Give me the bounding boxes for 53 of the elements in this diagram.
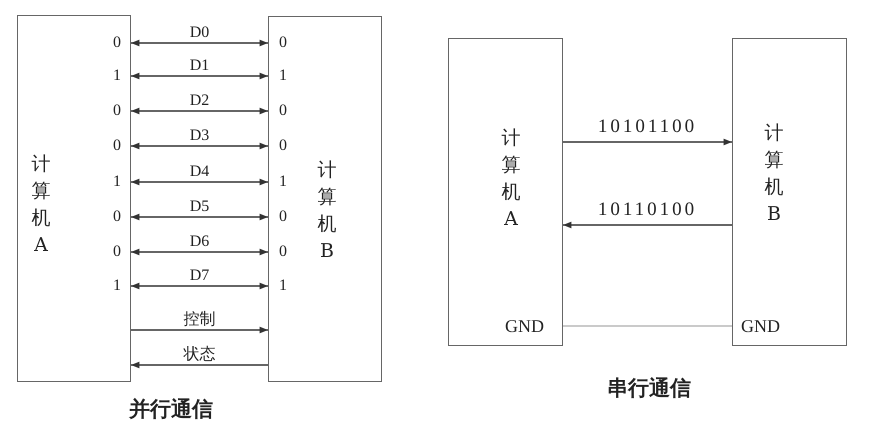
edge-label: 控制	[184, 312, 216, 328]
arrow	[131, 326, 268, 334]
bit-value: 0	[113, 103, 121, 119]
bit-value: 0	[279, 138, 287, 154]
computer-label: 计算机A	[30, 152, 52, 258]
edge-label: D6	[190, 234, 210, 250]
computer-box	[732, 38, 847, 346]
edge-label: D3	[190, 128, 210, 144]
edge-label: 10110100	[598, 200, 698, 219]
computer-box	[268, 16, 382, 382]
bit-value: 1	[279, 278, 287, 294]
arrow	[131, 72, 268, 80]
bit-value: 1	[113, 68, 121, 84]
bit-value: 0	[113, 209, 121, 225]
computer-label: 计算机B	[764, 121, 784, 227]
computer-box	[17, 15, 131, 382]
edge-label: D5	[190, 199, 210, 215]
arrow	[131, 178, 268, 186]
arrow	[131, 142, 268, 150]
bit-value: 0	[113, 35, 121, 51]
arrow	[563, 222, 732, 228]
pin-label: GND	[505, 317, 544, 335]
bit-value: 0	[279, 244, 287, 260]
arrow	[131, 248, 268, 256]
arrow	[131, 108, 268, 114]
edge-label: D2	[190, 93, 210, 109]
arrow	[131, 282, 268, 290]
bit-value: 1	[279, 174, 287, 190]
arrow	[131, 362, 268, 368]
arrow	[563, 138, 732, 146]
bit-value: 1	[113, 278, 121, 294]
edge-label: 10101100	[598, 117, 698, 136]
computer-box	[448, 38, 563, 346]
bit-value: 0	[113, 138, 121, 154]
bit-value: 0	[279, 209, 287, 225]
edge-label: D4	[190, 164, 210, 180]
ground-wire	[563, 325, 732, 327]
caption: 串行通信	[607, 375, 691, 402]
bit-value: 0	[279, 35, 287, 51]
caption: 并行通信	[129, 396, 213, 423]
edge-label: D1	[190, 58, 210, 74]
bit-value: 1	[113, 174, 121, 190]
computer-label: 计算机B	[316, 158, 338, 264]
bit-value: 1	[279, 68, 287, 84]
bit-value: 0	[113, 244, 121, 260]
computer-label: 计算机A	[500, 126, 522, 232]
bit-value: 0	[279, 103, 287, 119]
edge-label: 状态	[184, 347, 216, 363]
edge-label: D7	[190, 268, 210, 284]
arrow	[131, 40, 268, 46]
edge-label: D0	[190, 25, 210, 41]
pin-label: GND	[741, 317, 780, 335]
arrow	[131, 214, 268, 220]
